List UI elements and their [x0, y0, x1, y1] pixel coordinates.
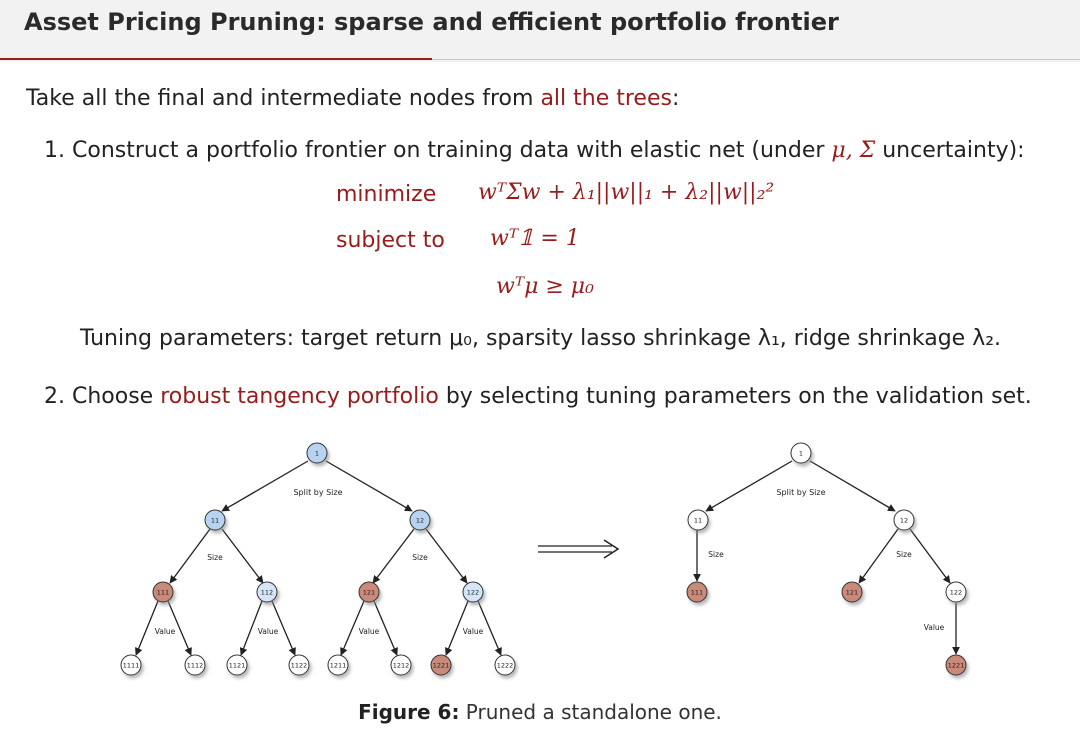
implies-arrow-icon	[538, 539, 620, 559]
item-1-math: μ, Σ	[831, 138, 876, 163]
objective-expression: wᵀΣw + λ₁||w||₁ + λ₂||w||₂²	[478, 180, 775, 205]
tree-node: 1221	[430, 654, 452, 676]
budget-constraint: wᵀ𝟙 = 1	[490, 226, 580, 251]
tree-node: 111	[152, 581, 174, 603]
tree-node: 122	[945, 581, 967, 603]
tree-node: 11	[204, 509, 226, 531]
caption-label: Figure 6:	[358, 700, 460, 724]
tree-node: 1211	[327, 654, 349, 676]
svg-text:112: 112	[261, 589, 273, 597]
svg-text:1: 1	[315, 450, 319, 458]
item-2-number: 2.	[44, 384, 65, 409]
left-tree-edges	[135, 460, 502, 656]
svg-text:11: 11	[694, 517, 702, 525]
svg-text:1221: 1221	[433, 662, 450, 670]
svg-text:111: 111	[157, 589, 169, 597]
svg-text:12: 12	[416, 517, 424, 525]
tree-node: 1222	[494, 654, 516, 676]
tree-node: 122	[462, 581, 484, 603]
minimize-keyword: minimize	[336, 182, 437, 207]
tree-node: 121	[841, 581, 863, 603]
right-value-label: Value	[924, 623, 945, 632]
svg-text:12: 12	[900, 517, 908, 525]
right-split-label: Split by Size	[776, 488, 825, 497]
caption-text: Pruned a standalone one.	[459, 700, 722, 724]
tree-node: 121	[358, 581, 380, 603]
intro-suffix: :	[671, 86, 680, 111]
svg-text:122: 122	[467, 589, 479, 597]
svg-text:1121: 1121	[229, 662, 246, 670]
item-2-highlight: robust tangency portfolio	[160, 384, 439, 409]
intro-line: Take all the final and intermediate node…	[26, 86, 679, 111]
subject-to-keyword: subject to	[336, 228, 445, 253]
svg-text:122: 122	[950, 589, 962, 597]
left-size-label-2: Size	[412, 553, 428, 562]
svg-text:1: 1	[799, 450, 803, 458]
left-value-label-3: Value	[359, 627, 380, 636]
left-value-label-2: Value	[258, 627, 279, 636]
svg-text:1222: 1222	[497, 662, 514, 670]
svg-text:1212: 1212	[393, 662, 410, 670]
tree-node: 1221	[945, 654, 967, 676]
svg-text:1211: 1211	[330, 662, 347, 670]
left-value-label-1: Value	[155, 627, 176, 636]
svg-text:1122: 1122	[291, 662, 308, 670]
item-2-suffix: by selecting tuning parameters on the va…	[438, 384, 1032, 409]
item-1-text: Construct a portfolio frontier on traini…	[72, 138, 832, 163]
title-rule	[432, 59, 1080, 60]
tree-node: 111	[686, 581, 708, 603]
intro-prefix: Take all the final and intermediate node…	[26, 86, 541, 111]
right-tree-edges	[693, 460, 960, 655]
svg-text:1221: 1221	[948, 662, 965, 670]
tree-node: 12	[409, 509, 431, 531]
svg-text:1112: 1112	[187, 662, 204, 670]
tuning-parameters: Tuning parameters: target return μ₀, spa…	[80, 326, 1002, 351]
left-split-label: Split by Size	[293, 488, 342, 497]
figure-caption: Figure 6: Pruned a standalone one.	[0, 700, 1080, 724]
tree-node: 1	[790, 442, 812, 464]
item-2: 2. Choose robust tangency portfolio by s…	[44, 384, 1032, 409]
left-value-label-4: Value	[463, 627, 484, 636]
slide-title: Asset Pricing Pruning: sparse and effici…	[24, 8, 839, 36]
svg-text:121: 121	[846, 589, 858, 597]
tree-node: 1122	[288, 654, 310, 676]
tree-node: 1	[306, 442, 328, 464]
title-bar	[0, 0, 1080, 62]
return-constraint: wᵀμ ≥ μ₀	[496, 274, 594, 299]
svg-text:11: 11	[211, 517, 219, 525]
title-rule-accent	[0, 58, 432, 60]
svg-text:111: 111	[691, 589, 703, 597]
tree-node: 11	[687, 509, 709, 531]
tree-node: 1121	[226, 654, 248, 676]
intro-highlight: all the trees	[540, 86, 672, 111]
tree-node: 1212	[390, 654, 412, 676]
tree-node: 1111	[120, 654, 142, 676]
tree-node: 12	[893, 509, 915, 531]
item-1: 1. Construct a portfolio frontier on tra…	[44, 138, 1025, 163]
item-2-prefix: Choose	[72, 384, 161, 409]
left-size-label-1: Size	[207, 553, 223, 562]
item-1-suffix: uncertainty):	[875, 138, 1025, 163]
tree-node: 1112	[184, 654, 206, 676]
tree-node: 112	[256, 581, 278, 603]
right-size-label-1: Size	[708, 550, 724, 559]
svg-text:121: 121	[363, 589, 375, 597]
svg-text:1111: 1111	[123, 662, 140, 670]
right-size-label-2: Size	[896, 550, 912, 559]
item-1-number: 1.	[44, 138, 65, 163]
